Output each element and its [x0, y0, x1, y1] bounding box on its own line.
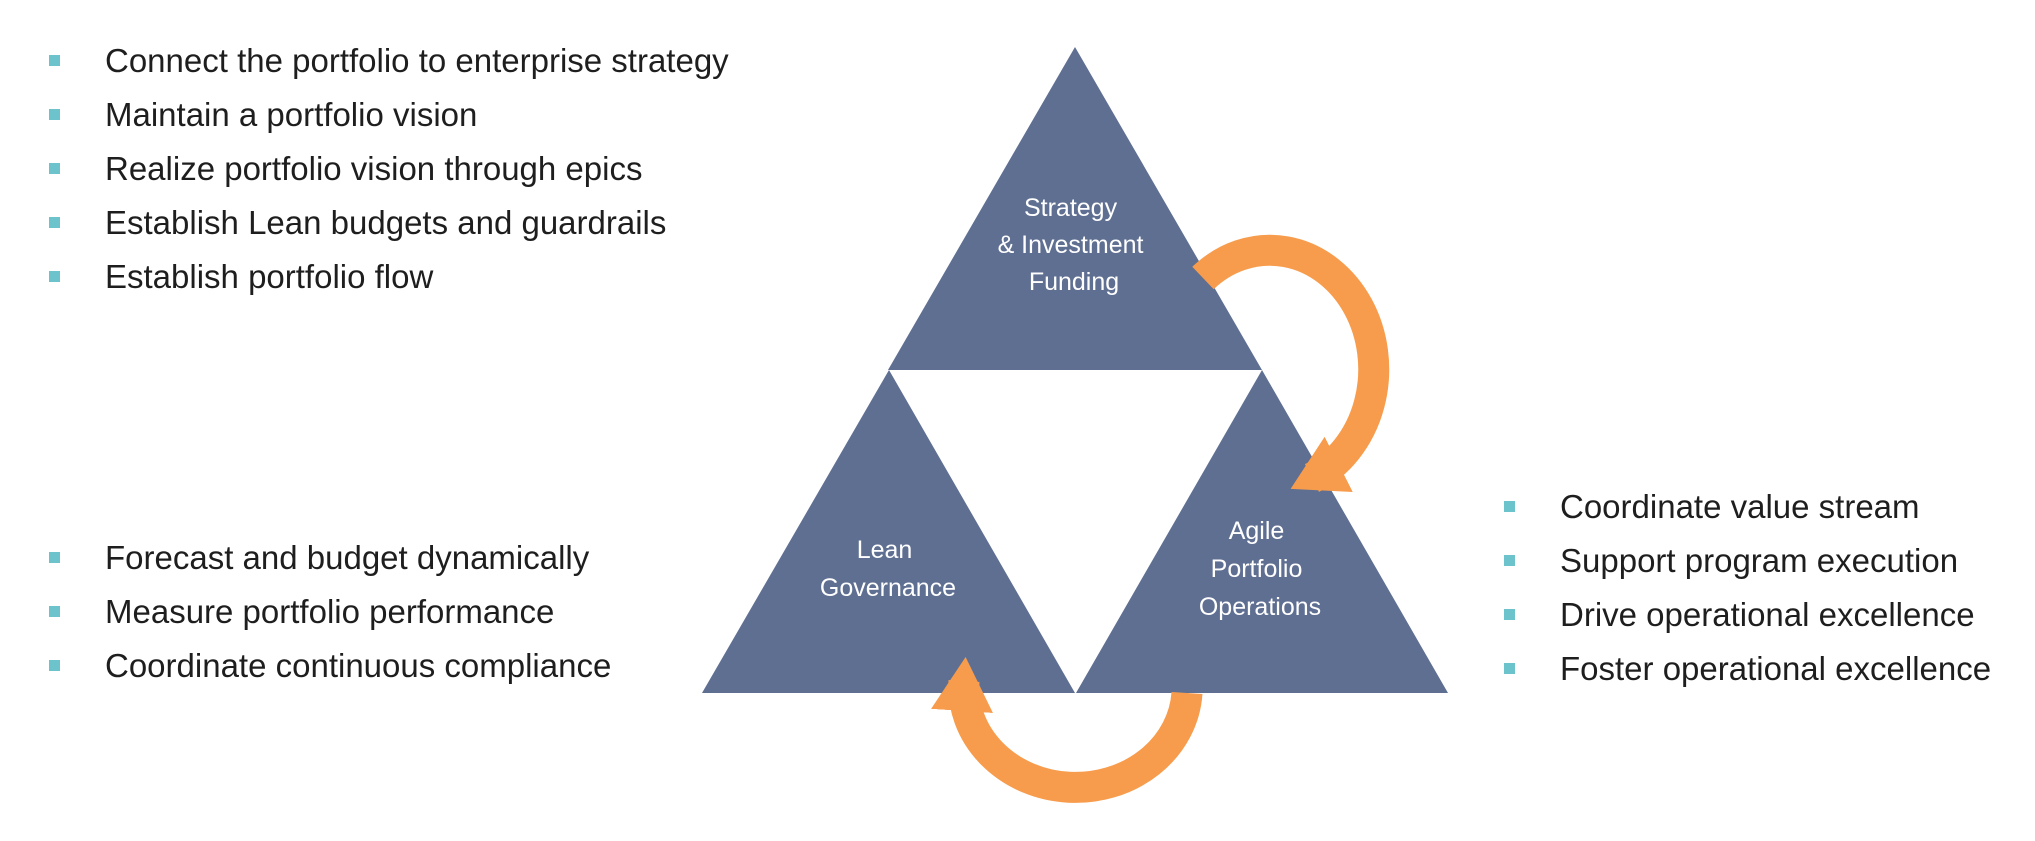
bullet-text: Establish Lean budgets and guardrails [105, 204, 667, 241]
bullet-item: Coordinate continuous compliance [49, 639, 611, 693]
bullet-item: Establish Lean budgets and guardrails [49, 196, 729, 250]
square-bullet-icon [49, 163, 60, 174]
bullet-text: Support program execution [1560, 542, 1959, 579]
bullet-text: Foster operational excellence [1560, 650, 1992, 687]
arrow-funding-to-operations [1192, 234, 1390, 492]
square-bullet-icon [1504, 609, 1515, 620]
triangle-lean-governance [702, 370, 1075, 693]
bullet-text: Drive operational excellence [1560, 596, 1975, 633]
arrow-operations-to-governance [931, 657, 1203, 803]
square-bullet-icon [49, 552, 60, 563]
square-bullet-icon [1504, 555, 1515, 566]
label-line: Lean [857, 536, 913, 564]
label-agile-portfolio-operations: Agile Portfolio Operations [1199, 517, 1321, 621]
label-strategy-investment-funding: Strategy & Investment Funding [998, 194, 1151, 296]
bullet-text: Coordinate continuous compliance [105, 647, 612, 684]
label-line: Portfolio [1211, 555, 1303, 583]
square-bullet-icon [49, 660, 60, 671]
bullet-item: Maintain a portfolio vision [49, 88, 729, 142]
square-bullet-icon [49, 55, 60, 66]
bullet-item: Establish portfolio flow [49, 250, 729, 304]
label-line: Strategy [1024, 194, 1118, 222]
label-line: & Investment [998, 231, 1144, 259]
label-line: Funding [1029, 268, 1119, 296]
bullet-text: Measure portfolio performance [105, 593, 555, 630]
bullet-text: Connect the portfolio to enterprise stra… [105, 42, 729, 79]
triangle-strategy-investment-funding [888, 47, 1262, 370]
bullet-text: Forecast and budget dynamically [105, 539, 590, 576]
bullet-item: Connect the portfolio to enterprise stra… [49, 34, 729, 88]
bullet-text: Realize portfolio vision through epics [105, 150, 643, 187]
bullet-item: Foster operational excellence [1504, 642, 1991, 696]
square-bullet-icon [49, 109, 60, 120]
label-line: Operations [1199, 593, 1321, 621]
bullet-text: Establish portfolio flow [105, 258, 434, 295]
bullet-item: Drive operational excellence [1504, 588, 1991, 642]
bullet-text: Maintain a portfolio vision [105, 96, 478, 133]
square-bullet-icon [49, 606, 60, 617]
label-lean-governance: Lean Governance [820, 536, 956, 602]
square-bullet-icon [49, 271, 60, 282]
label-line: Agile [1229, 517, 1285, 545]
triangle-agile-portfolio-operations [1076, 370, 1448, 693]
bullet-item: Realize portfolio vision through epics [49, 142, 729, 196]
label-line: Governance [820, 574, 956, 602]
strategy-bullet-list: Connect the portfolio to enterprise stra… [49, 34, 729, 304]
bullet-item: Coordinate value stream [1504, 480, 1991, 534]
square-bullet-icon [49, 217, 60, 228]
bullet-item: Forecast and budget dynamically [49, 531, 611, 585]
square-bullet-icon [1504, 501, 1515, 512]
bullet-item: Support program execution [1504, 534, 1991, 588]
square-bullet-icon [1504, 663, 1515, 674]
bullet-item: Measure portfolio performance [49, 585, 611, 639]
bullet-text: Coordinate value stream [1560, 488, 1920, 525]
